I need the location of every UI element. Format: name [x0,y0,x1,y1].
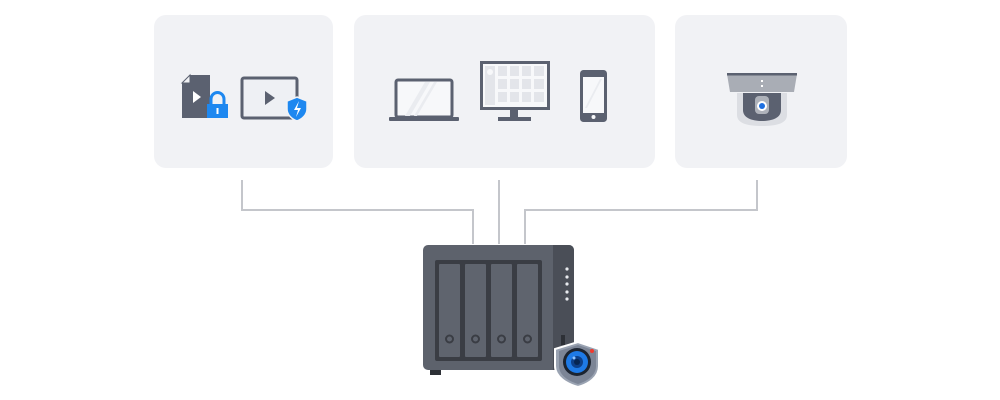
nas-server [423,245,574,375]
drive-bay [439,264,460,357]
smartphone-icon [580,70,607,122]
surveillance-shield-icon [554,340,600,389]
video-player-shield-icon [240,76,308,122]
monitor-icon [480,61,550,121]
drive-bay [517,264,538,357]
dome-camera-icon [727,73,797,126]
drive-bays [439,264,538,357]
connector-left [241,180,474,244]
drive-bay [465,264,486,357]
connector-right [524,180,758,244]
drive-bay [491,264,512,357]
video-file-lock-icon [180,73,228,118]
connectors [241,180,758,244]
laptop-icon [389,78,459,121]
status-leds [565,267,569,301]
